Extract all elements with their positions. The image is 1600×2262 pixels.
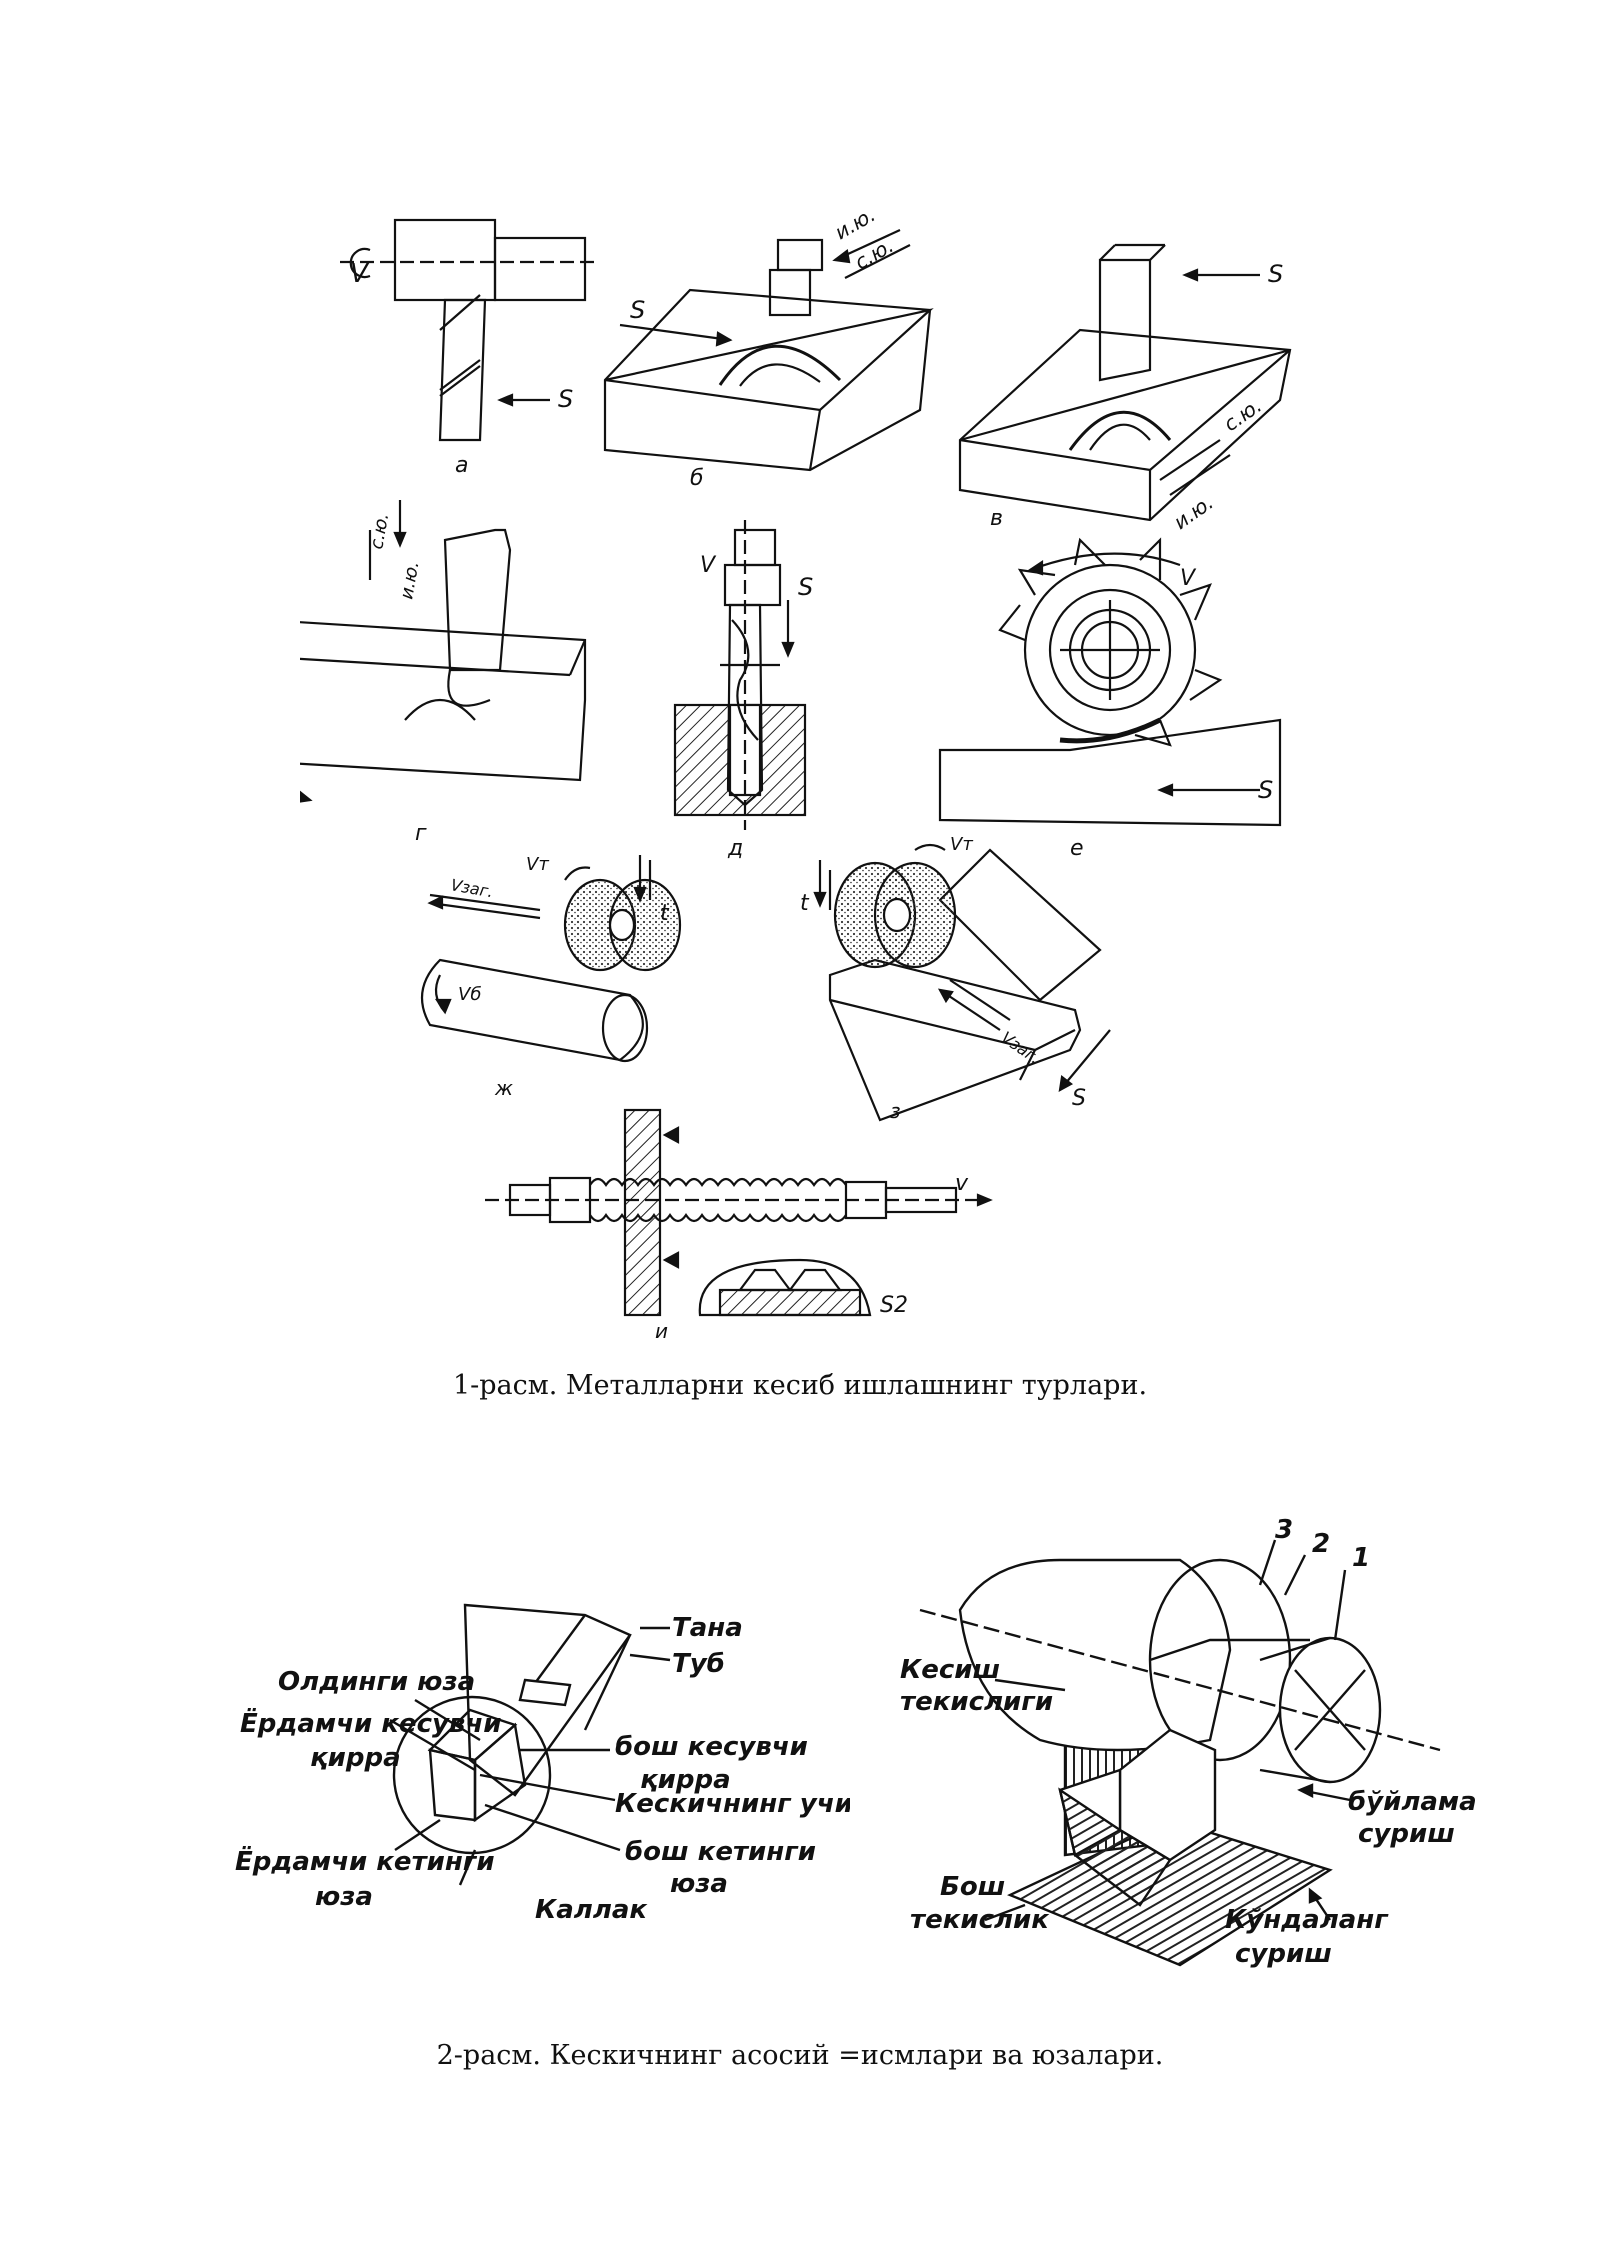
panel-e-v: V xyxy=(1180,566,1197,591)
panel-a-letter: а xyxy=(455,453,468,478)
panel-b-iyu: и.ю. xyxy=(831,202,880,244)
panel-zh-t: t xyxy=(660,901,670,926)
panel-zh-letter: ж xyxy=(494,1076,513,1100)
panel-d-letter: д xyxy=(727,836,743,861)
panel-g-iyu: и.ю. xyxy=(396,560,423,601)
label-yordamchi-ketingi-2: юза xyxy=(315,1882,373,1912)
panel-g-letter: г xyxy=(415,821,427,846)
label-kesкich-uchi-text: Кескичнинг учи xyxy=(615,1789,850,1819)
panel-e-drawing xyxy=(938,537,1282,827)
label-kallak: Каллак xyxy=(535,1895,648,1925)
panel-b-syu: с.ю. xyxy=(851,233,898,274)
figure-2-left-cutter-parts: Тана Туб Олдинги юза Ёрдамчи кесувчи қир… xyxy=(235,1603,850,1925)
panel-z-t: t xyxy=(800,891,810,916)
label-bosh-kesuvchi-2: қирра xyxy=(640,1765,731,1795)
panel-v-letter: в xyxy=(990,506,1003,531)
label-kundalang-1: Кўндаланг xyxy=(1225,1905,1389,1935)
panel-z-vzag: Vзаг. xyxy=(998,1028,1044,1068)
panel-zh-vb: Vб xyxy=(458,984,481,1005)
label-yordamchi-ketingi-1: Ёрдамчи кетинги xyxy=(235,1845,495,1877)
label-bosh-kesuvchi-1: бош кесувчи xyxy=(615,1732,808,1762)
figure-2-right-planes: 3 2 1 Кесиш текислиги бўйлама суриш Бош … xyxy=(900,1515,1477,1969)
panel-a-v: V xyxy=(350,259,370,289)
label-yordamchi-kesuvchi-1: Ёрдамчи кесувчи xyxy=(240,1707,501,1739)
label-bosh-1: Бош xyxy=(940,1872,1005,1902)
panel-z-vt: Vт xyxy=(950,834,973,855)
label-kesish-2: текислиги xyxy=(900,1687,1053,1717)
label-3: 3 xyxy=(1275,1515,1293,1545)
figure-2-caption: 2-расм. Кескичнинг асосий =исмлари ва юз… xyxy=(436,2040,1164,2071)
panel-e-letter: е xyxy=(1070,836,1084,861)
panel-zh-vzag: Vзаг. xyxy=(449,875,494,901)
panel-i-v: v xyxy=(955,1171,969,1196)
panel-i-letter: и xyxy=(655,1319,668,1343)
panel-e-s: S xyxy=(1258,776,1273,804)
label-bosh-ketingi-1: бош кетинги xyxy=(625,1837,816,1867)
label-2: 2 xyxy=(1312,1529,1330,1559)
panel-b-drawing xyxy=(603,229,934,472)
label-tub: Туб xyxy=(672,1649,725,1679)
label-1: 1 xyxy=(1352,1543,1370,1573)
panel-z-drawing xyxy=(813,843,1111,1122)
panel-zh-vt: Vт xyxy=(526,854,549,875)
panel-g-drawing xyxy=(300,500,587,803)
panel-z-s: S xyxy=(1072,1086,1086,1111)
label-tana: Тана xyxy=(672,1613,743,1643)
figure-1-cutting-types: V S а S и.ю. с.ю. б xyxy=(300,202,1292,1343)
panel-d-s: S xyxy=(798,573,813,601)
label-oldingi-yuza: Олдинги юза xyxy=(278,1667,475,1697)
label-bosh-2: текислик xyxy=(910,1905,1050,1935)
label-boylama-1: бўйлама xyxy=(1348,1787,1477,1817)
label-bosh-ketingi-2: юза xyxy=(670,1869,728,1899)
panel-d-v: V xyxy=(700,553,717,578)
panel-z-letter: з xyxy=(890,1099,901,1123)
panel-v-syu: с.ю. xyxy=(1219,393,1266,436)
panel-a-s: S xyxy=(558,385,573,413)
panel-zh-drawing xyxy=(420,855,682,1063)
panel-g-syu: с.ю. xyxy=(366,511,393,551)
panel-d-drawing xyxy=(673,520,807,830)
panel-v-s: S xyxy=(1268,260,1283,288)
label-kundalang-2: суриш xyxy=(1235,1939,1332,1969)
panel-i-s2: S2 xyxy=(880,1293,908,1318)
label-yordamchi-kesuvchi-2: қирра xyxy=(310,1743,401,1773)
panel-v-drawing xyxy=(958,243,1292,522)
panel-b-s: S xyxy=(630,296,645,324)
panel-i-drawing xyxy=(485,1108,993,1317)
label-kesish-1: Кесиш xyxy=(900,1655,1000,1685)
panel-b-letter: б xyxy=(690,466,704,491)
figure-1-caption: 1-расм. Металларни кесиб ишлашнинг турла… xyxy=(452,1370,1148,1401)
label-boylama-2: суриш xyxy=(1358,1819,1455,1849)
panel-a-drawing xyxy=(340,218,600,442)
